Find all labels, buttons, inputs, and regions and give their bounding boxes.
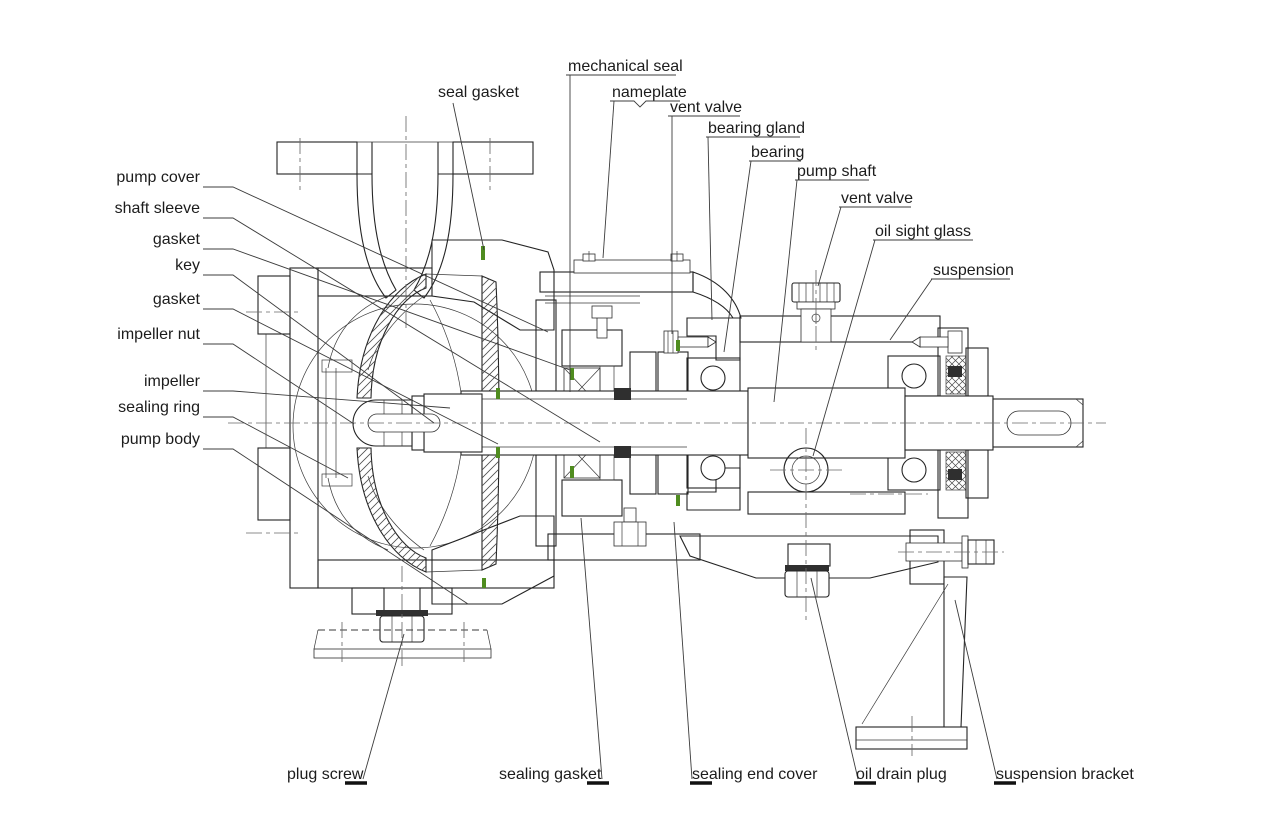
pump-foot bbox=[313, 629, 492, 659]
right-gland-stud bbox=[911, 330, 963, 354]
leader-lines-bottom bbox=[345, 517, 1016, 785]
labels: pump cover shaft sleeve gasket key gaske… bbox=[115, 58, 1135, 783]
label-pump-cover: pump cover bbox=[116, 169, 200, 186]
leader-lines-left bbox=[203, 186, 601, 605]
bearing-housing-part bbox=[679, 315, 969, 579]
label-seal-gasket: seal gasket bbox=[438, 84, 519, 101]
label-oil-drain-plug: oil drain plug bbox=[856, 766, 947, 783]
label-pump-shaft: pump shaft bbox=[797, 163, 877, 180]
label-suspension: suspension bbox=[933, 262, 1014, 279]
label-gasket-1: gasket bbox=[153, 231, 201, 248]
nameplate-part bbox=[573, 259, 691, 274]
sealing-ring-top bbox=[321, 359, 353, 373]
pump-shaft-part bbox=[460, 387, 1084, 459]
label-sealing-end-cover: sealing end cover bbox=[692, 766, 818, 783]
label-pump-body: pump body bbox=[121, 431, 200, 448]
label-vent-valve-2: vent valve bbox=[841, 190, 913, 207]
label-suspension-bracket: suspension bracket bbox=[996, 766, 1134, 783]
label-bearing-gland: bearing gland bbox=[708, 120, 805, 137]
bracket-gusset bbox=[861, 583, 949, 725]
label-nameplate: nameplate bbox=[612, 84, 687, 101]
label-plug-screw: plug screw bbox=[287, 766, 364, 783]
seal-gland-bolt bbox=[596, 315, 608, 339]
sealing-gasket-part bbox=[376, 610, 428, 616]
funnel-wall-left bbox=[356, 173, 397, 299]
bearing-frame-front bbox=[539, 251, 742, 561]
oil-drain-plug-part bbox=[784, 565, 830, 598]
label-sealing-ring: sealing ring bbox=[118, 399, 200, 416]
label-bearing: bearing bbox=[751, 144, 804, 161]
label-impeller: impeller bbox=[144, 373, 201, 390]
shaft-seals bbox=[614, 366, 962, 480]
bracket-base bbox=[855, 726, 968, 750]
label-sealing-gasket: sealing gasket bbox=[499, 766, 602, 783]
label-impeller-nut: impeller nut bbox=[117, 326, 200, 343]
seal-bottom-bolt bbox=[623, 507, 637, 523]
label-gasket-2: gasket bbox=[153, 291, 201, 308]
leader-lines-top bbox=[452, 74, 1010, 457]
drain-boss-right bbox=[419, 587, 453, 615]
left-bearing-part bbox=[686, 357, 741, 489]
label-key: key bbox=[175, 257, 200, 274]
label-mechanical-seal: mechanical seal bbox=[568, 58, 683, 75]
label-oil-sight-glass: oil sight glass bbox=[875, 223, 971, 240]
label-vent-valve-1: vent valve bbox=[670, 99, 742, 116]
label-shaft-sleeve: shaft sleeve bbox=[115, 200, 200, 217]
sealing-ring-bottom bbox=[321, 473, 353, 487]
centerlines bbox=[228, 116, 1106, 756]
suction-channel-lines bbox=[327, 295, 425, 551]
gasket-marks bbox=[481, 246, 680, 588]
seal-gasket-mark bbox=[481, 246, 485, 260]
right-bearing-part bbox=[887, 355, 941, 491]
drain-boss-left bbox=[351, 587, 385, 615]
